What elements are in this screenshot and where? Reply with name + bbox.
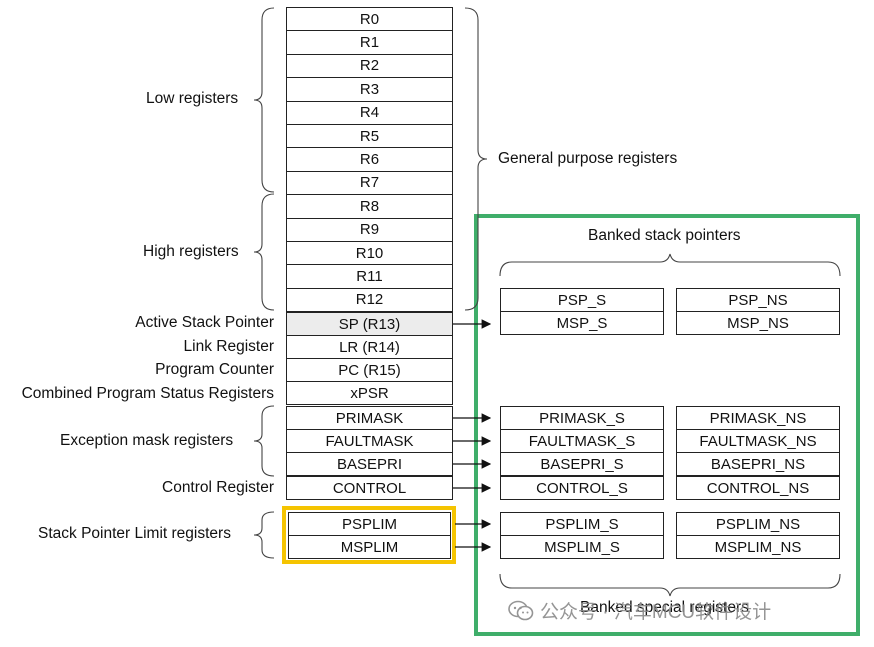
register-r4: R4 — [286, 100, 453, 125]
banked-basepri-s: BASEPRI_S — [500, 452, 664, 476]
brace-banked-sp — [499, 253, 841, 277]
banked-msp-ns: MSP_NS — [676, 311, 840, 335]
register-control: CONTROL — [286, 476, 453, 500]
register-primask: PRIMASK — [286, 406, 453, 430]
register-xpsr: xPSR — [286, 381, 453, 405]
stack-limit-highlight — [282, 506, 456, 564]
label-combined-psr: Combined Program Status Registers — [21, 385, 274, 402]
register-r12: R12 — [286, 287, 453, 313]
banked-primask-s: PRIMASK_S — [500, 406, 664, 430]
register-r2: R2 — [286, 53, 453, 79]
watermark-text: 公众号 · 汽车MCU软件设计 — [540, 602, 772, 623]
brace-banked-special — [499, 573, 841, 597]
label-program-counter: Program Counter — [155, 361, 274, 378]
banked-psplim-ns: PSPLIM_NS — [676, 512, 840, 536]
brace-low-registers — [253, 7, 275, 193]
banked-control-ns: CONTROL_NS — [676, 476, 840, 500]
register-r11: R11 — [286, 264, 453, 289]
brace-high-registers — [253, 193, 275, 311]
label-general-purpose: General purpose registers — [498, 150, 678, 167]
banked-basepri-ns: BASEPRI_NS — [676, 452, 840, 476]
register-lr: LR (R14) — [286, 335, 453, 359]
label-exception-mask: Exception mask registers — [60, 432, 234, 449]
label-control-register: Control Register — [162, 479, 274, 496]
label-banked-sp: Banked stack pointers — [588, 227, 741, 244]
brace-exception-mask — [253, 405, 275, 477]
banked-psp-ns: PSP_NS — [676, 288, 840, 312]
wechat-icon — [508, 600, 534, 622]
banked-registers-highlight — [474, 214, 860, 636]
label-sp-limit: Stack Pointer Limit registers — [38, 525, 231, 542]
banked-primask-ns: PRIMASK_NS — [676, 406, 840, 430]
watermark: 公众号 · 汽车MCU软件设计 — [508, 597, 771, 624]
banked-faultmask-s: FAULTMASK_S — [500, 429, 664, 453]
banked-msp-s: MSP_S — [500, 311, 664, 335]
register-sp: SP (R13) — [286, 312, 453, 336]
label-banked-special: Banked special registers — [580, 599, 749, 616]
brace-general-purpose — [464, 7, 488, 311]
label-low-registers: Low registers — [146, 90, 239, 107]
register-msplim: MSPLIM — [288, 535, 451, 559]
register-r9: R9 — [286, 217, 453, 242]
label-active-sp: Active Stack Pointer — [135, 314, 274, 331]
label-high-registers: High registers — [143, 243, 239, 260]
banked-msplim-s: MSPLIM_S — [500, 535, 664, 559]
register-pc: PC (R15) — [286, 358, 453, 382]
banked-control-s: CONTROL_S — [500, 476, 664, 500]
register-r6: R6 — [286, 147, 453, 172]
banked-msplim-ns: MSPLIM_NS — [676, 535, 840, 559]
banked-psplim-s: PSPLIM_S — [500, 512, 664, 536]
register-r5: R5 — [286, 124, 453, 149]
register-basepri: BASEPRI — [286, 452, 453, 476]
banked-faultmask-ns: FAULTMASK_NS — [676, 429, 840, 453]
brace-sp-limit — [253, 511, 275, 559]
register-r0: R0 — [286, 7, 453, 32]
label-link-register: Link Register — [183, 338, 274, 355]
